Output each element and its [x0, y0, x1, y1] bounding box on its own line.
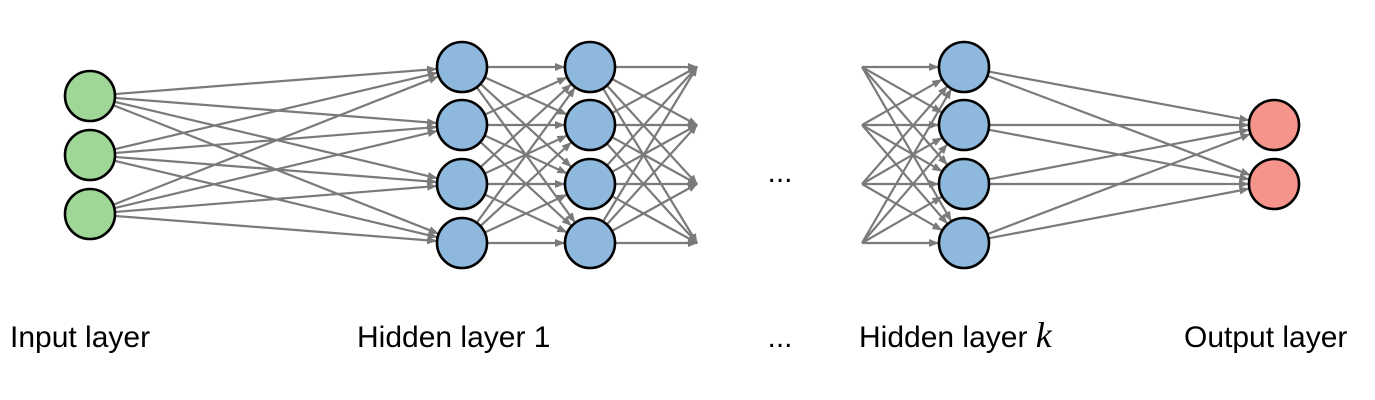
hiddenk-neuron	[937, 216, 991, 270]
edge-hidden2-continues	[611, 77, 698, 126]
edge-input-hidden1	[114, 71, 438, 151]
hidden2-neuron	[563, 98, 617, 152]
hiddenk-neuron	[937, 98, 991, 152]
output-layer-label: Output layer	[1184, 321, 1347, 354]
edge-hidden2-continues	[611, 124, 698, 173]
edge-into-hiddenk	[861, 143, 948, 244]
edge-into-hiddenk	[861, 85, 948, 185]
hidden-layer-k-label: Hidden layer k	[859, 315, 1053, 355]
edge-into-hiddenk	[861, 183, 943, 231]
edge-into-hiddenk	[861, 66, 952, 222]
hiddenk-neuron	[937, 157, 991, 211]
edge-into-hiddenk	[861, 124, 943, 172]
hidden1-neuron	[435, 40, 489, 94]
middle-ellipsis: ...	[767, 156, 792, 189]
edge-into-hiddenk	[861, 78, 943, 126]
hidden2-neuron	[563, 40, 617, 94]
neurons	[63, 40, 1301, 270]
edge-input-hidden1	[114, 65, 438, 96]
input-neuron	[63, 128, 117, 182]
edge-into-hiddenk	[861, 196, 943, 244]
hidden2-neuron	[563, 157, 617, 211]
hidden-layer-k-prefix: Hidden layer	[859, 321, 1036, 354]
edge-hidden1-hidden2	[479, 141, 572, 227]
edge-hidden2-continues	[605, 142, 698, 244]
hidden1-neuron	[435, 98, 489, 152]
edge-hidden2-continues	[606, 84, 698, 185]
hidden-layer-1-label: Hidden layer 1	[357, 321, 550, 354]
edge-hidden2-continues	[605, 124, 698, 226]
input-neuron	[63, 69, 117, 123]
hidden1-neuron	[435, 216, 489, 270]
edge-hidden2-continues	[611, 195, 698, 244]
edge-into-hiddenk	[861, 66, 948, 166]
edge-input-hidden1	[114, 182, 438, 214]
output-neuron	[1247, 157, 1301, 211]
edge-input-hidden1	[112, 75, 439, 206]
input-neuron	[63, 187, 117, 241]
edge-hidden2-continues	[606, 66, 698, 167]
hiddenk-neuron	[937, 40, 991, 94]
edge-into-hiddenk	[861, 88, 952, 244]
edge-hiddenk-output	[986, 133, 1251, 236]
input-layer-label: Input layer	[10, 321, 150, 354]
edge-hiddenk-output	[988, 127, 1250, 181]
hidden2-neuron	[563, 216, 617, 270]
edge-hiddenk-output	[988, 70, 1250, 123]
edge-input-hidden1	[114, 214, 438, 245]
edge-hidden1-hidden2	[484, 76, 568, 116]
edge-hidden2-continues	[611, 183, 698, 232]
edge-hidden1-hidden2	[479, 83, 572, 168]
edge-into-hiddenk	[861, 124, 948, 225]
edge-hidden2-continues	[611, 66, 698, 115]
edge-into-hiddenk	[861, 66, 943, 114]
edge-hidden2-continues	[602, 87, 698, 244]
hidden-layer-k-variable: k	[1036, 315, 1053, 355]
edge-hidden1-hidden2	[475, 87, 576, 224]
hidden1-neuron	[435, 157, 489, 211]
edge-hiddenk-output	[988, 186, 1250, 240]
edge-input-hidden1	[114, 129, 438, 210]
edge-hidden2-continues	[602, 66, 698, 223]
edge-into-hiddenk	[861, 137, 943, 185]
edge-hidden1-hidden2	[484, 193, 568, 234]
output-neuron	[1247, 98, 1301, 152]
label-ellipsis: ...	[767, 321, 792, 354]
edge-hidden2-continues	[611, 136, 698, 185]
connections	[112, 63, 1251, 247]
